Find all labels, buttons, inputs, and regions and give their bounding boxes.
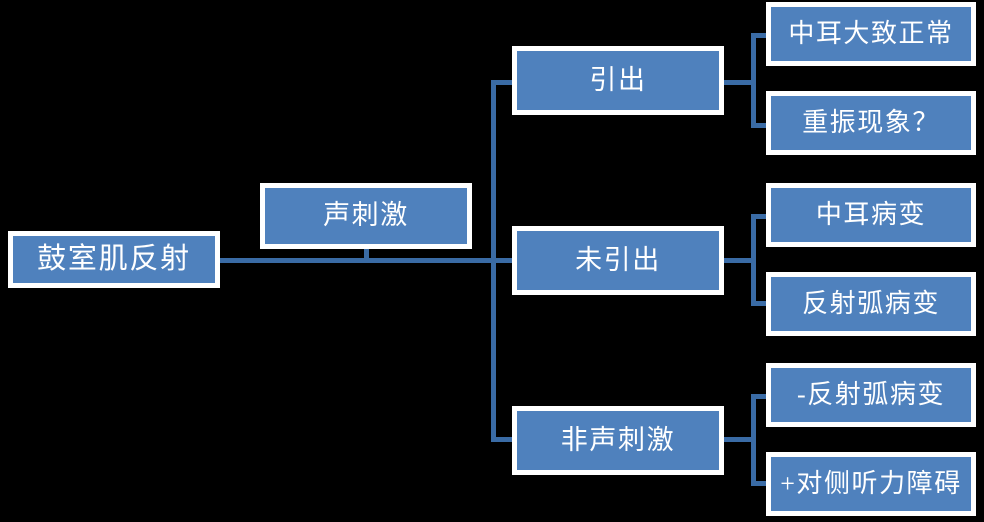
node-root[interactable]: 鼓室肌反射 (8, 231, 220, 288)
connector-branch-3-stub (724, 437, 756, 442)
node-leaf-middle-ear-lesion[interactable]: 中耳病变 (766, 183, 976, 247)
connector-branch-3-leaf-2 (751, 481, 771, 486)
node-root-label: 鼓室肌反射 (37, 242, 191, 275)
connector-branch-3-riser (751, 394, 756, 486)
node-branch-non-acoustic[interactable]: 非声刺激 (512, 406, 724, 475)
node-leaf-middle-ear-normal-label: 中耳大致正常 (788, 18, 954, 48)
connector-stimulus-stub (364, 248, 369, 262)
node-leaf-contralateral-hearing-loss-label: +对侧听力障碍 (780, 468, 962, 498)
node-leaf-recruitment-label: 重振现象？ (802, 107, 940, 137)
node-branch-elicited-label: 引出 (589, 64, 647, 95)
node-leaf-reflex-arc-lesion[interactable]: 反射弧病变 (766, 272, 976, 336)
node-branch-elicited[interactable]: 引出 (512, 46, 724, 115)
node-acoustic-stimulus[interactable]: 声刺激 (260, 183, 472, 249)
node-leaf-no-reflex-arc-lesion[interactable]: -反射弧病变 (766, 363, 976, 427)
connector-branch-1-leaf-2 (751, 123, 771, 128)
node-branch-not-elicited[interactable]: 未引出 (512, 226, 724, 295)
node-branch-not-elicited-label: 未引出 (575, 244, 661, 275)
node-leaf-reflex-arc-lesion-label: 反射弧病变 (802, 288, 940, 318)
node-leaf-contralateral-hearing-loss[interactable]: +对侧听力障碍 (766, 452, 976, 516)
node-acoustic-stimulus-label: 声刺激 (323, 200, 409, 231)
connector-root-to-trunk (218, 258, 496, 263)
connector-branch-1-riser (751, 33, 756, 128)
connector-branch-2-stub (724, 258, 756, 263)
connector-branch-1-leaf-1 (751, 33, 771, 38)
connector-branch-3-leaf-1 (751, 394, 771, 399)
connector-branch-2-riser (751, 214, 756, 306)
node-leaf-middle-ear-normal[interactable]: 中耳大致正常 (766, 2, 976, 66)
connector-trunk-to-branch-1 (491, 80, 516, 85)
connector-trunk-to-branch-3 (491, 437, 516, 442)
connector-branch-1-stub (724, 80, 756, 85)
connector-branch-2-leaf-1 (751, 214, 771, 219)
node-leaf-no-reflex-arc-lesion-label: -反射弧病变 (796, 379, 946, 409)
connector-branch-2-leaf-2 (751, 301, 771, 306)
node-leaf-middle-ear-lesion-label: 中耳病变 (815, 199, 927, 229)
node-branch-non-acoustic-label: 非声刺激 (560, 424, 676, 455)
connector-trunk-to-branch-2 (491, 258, 516, 263)
node-leaf-recruitment[interactable]: 重振现象？ (766, 91, 976, 155)
